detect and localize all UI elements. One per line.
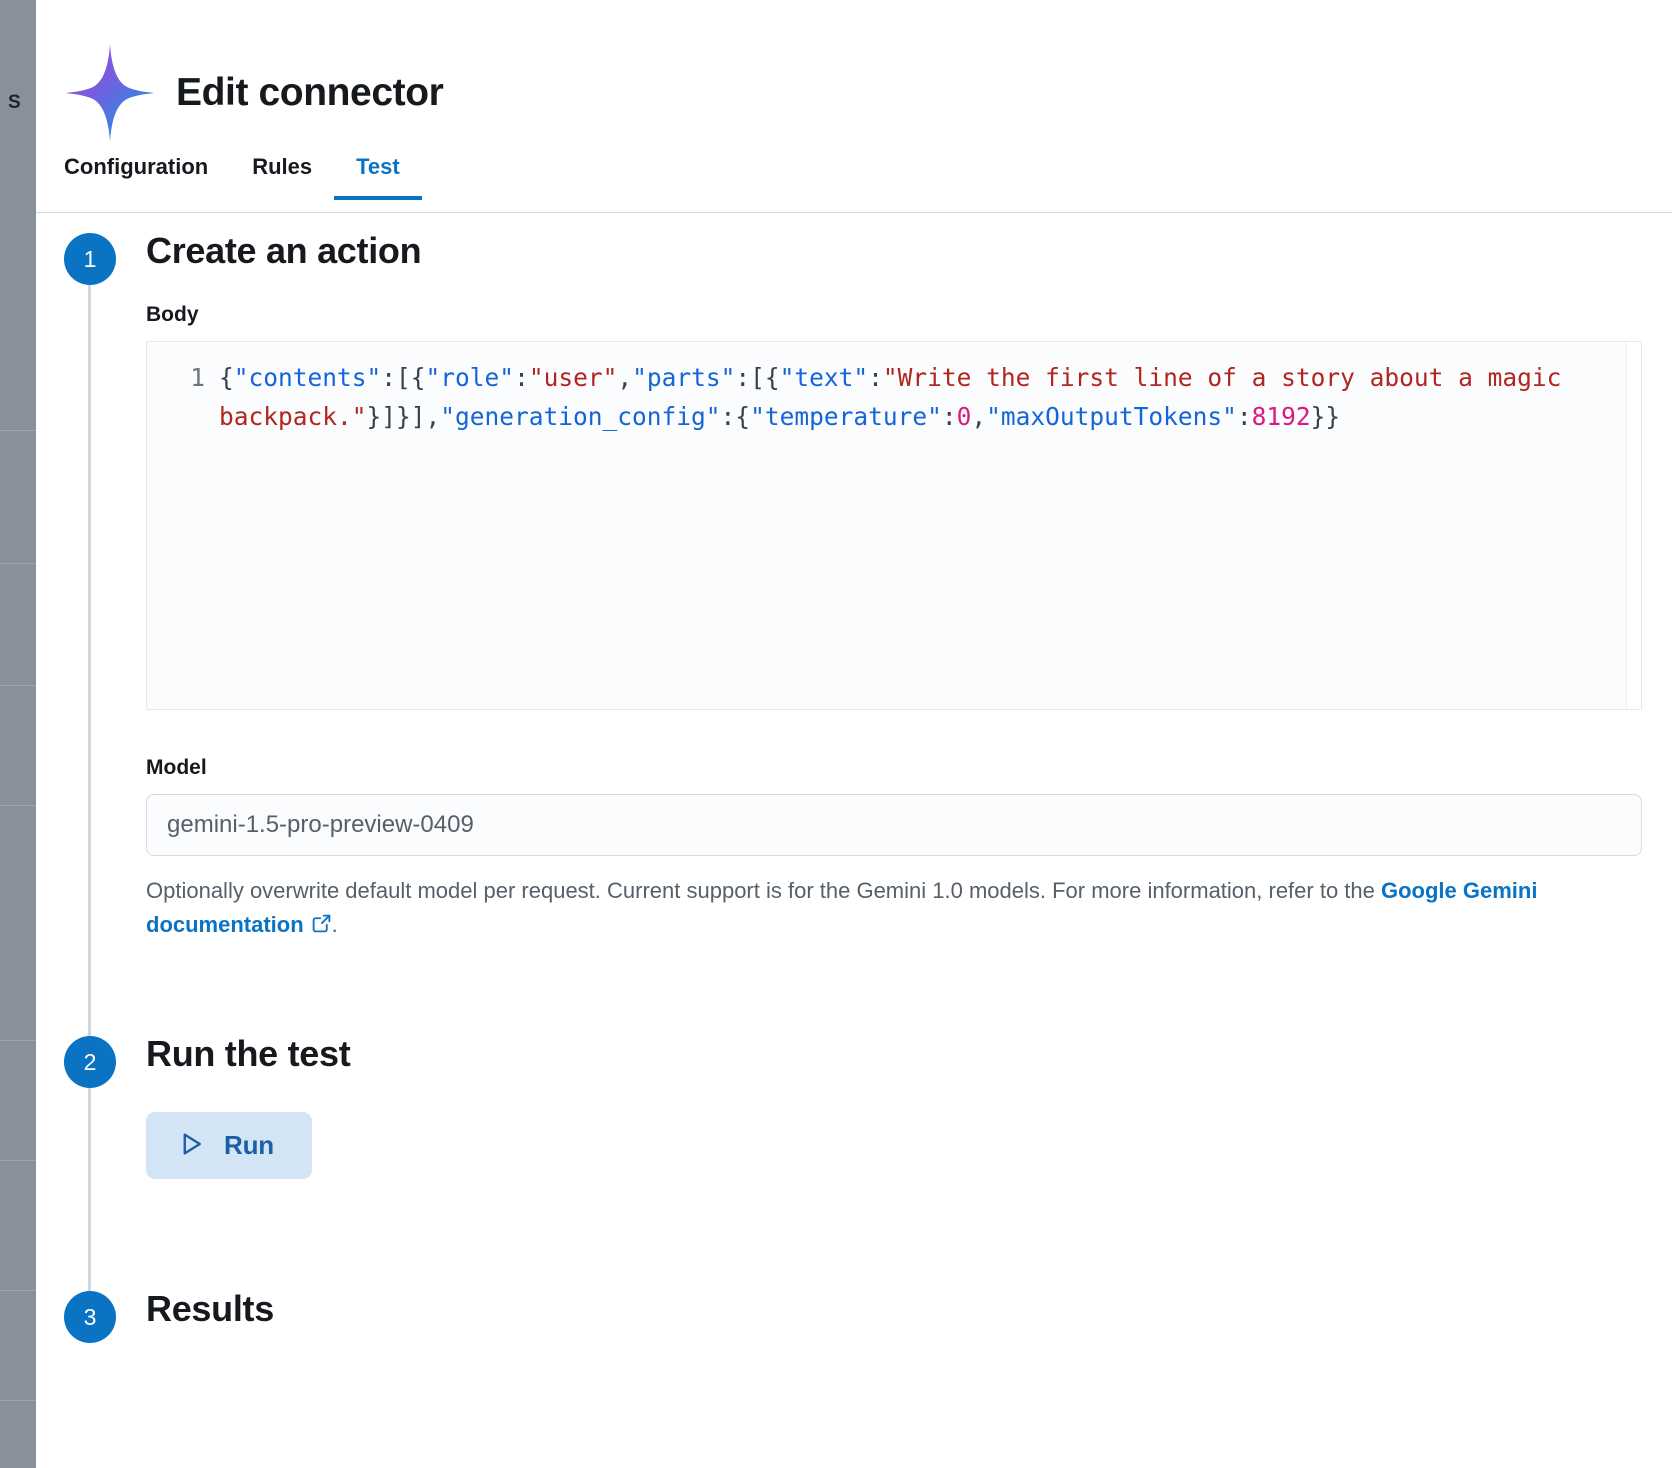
step-2-marker: 2 (64, 1036, 116, 1088)
model-input[interactable] (146, 794, 1642, 856)
body-field-label: Body (146, 303, 199, 326)
background-divider (0, 685, 36, 686)
step-connector-rail (88, 285, 91, 1325)
step-3-title: Results (146, 1288, 274, 1329)
background-divider (0, 1040, 36, 1041)
body-code-editor[interactable]: 1 {"contents":[{"role":"user","parts":[{… (146, 341, 1642, 710)
play-triangle-icon (176, 1129, 206, 1162)
step-1-marker: 1 (64, 233, 116, 285)
code-content[interactable]: {"contents":[{"role":"user","parts":[{"t… (219, 363, 1577, 431)
background-page-overlay[interactable]: S (0, 0, 36, 1468)
code-editor-scrollbar[interactable] (1626, 342, 1641, 709)
tab-test[interactable]: Test (334, 148, 422, 200)
background-divider (0, 563, 36, 564)
test-wizard: 1 Create an action Body 1 {"contents":[{… (36, 213, 1672, 1468)
tab-configuration[interactable]: Configuration (64, 148, 230, 200)
title-row: Edit connector (64, 42, 444, 144)
tab-bar: Configuration Rules Test (64, 148, 422, 200)
model-helper-suffix: . (331, 912, 338, 937)
google-gemini-documentation-link[interactable]: Google Gemini documentation (146, 878, 1538, 937)
tab-rules[interactable]: Rules (230, 148, 334, 200)
page-title: Edit connector (176, 71, 444, 114)
step-2-content: Run (146, 1112, 1646, 1179)
background-divider (0, 805, 36, 806)
background-divider (0, 1290, 36, 1291)
external-link-icon[interactable] (311, 910, 332, 944)
tab-bar-divider (36, 212, 1672, 213)
run-button[interactable]: Run (146, 1112, 312, 1179)
step-2-title: Run the test (146, 1033, 351, 1074)
run-button-label: Run (224, 1130, 274, 1160)
step-1-content: Body 1 {"contents":[{"role":"user","part… (146, 303, 1646, 944)
step-3-marker: 3 (64, 1291, 116, 1343)
background-divider (0, 430, 36, 431)
gemini-sparkle-icon (64, 42, 156, 144)
model-helper-text: Optionally overwrite default model per r… (146, 874, 1566, 944)
model-field-label: Model (146, 756, 207, 779)
code-line-number: 1 (190, 363, 205, 392)
background-divider (0, 1400, 36, 1401)
step-1-title: Create an action (146, 230, 422, 271)
background-divider (0, 1160, 36, 1161)
panel-header: Edit connector Configuration Rules Test (36, 0, 1672, 213)
edit-connector-flyout: Edit connector Configuration Rules Test … (36, 0, 1672, 1468)
model-helper-prefix: Optionally overwrite default model per r… (146, 878, 1381, 903)
background-partial-text: S (8, 92, 21, 113)
